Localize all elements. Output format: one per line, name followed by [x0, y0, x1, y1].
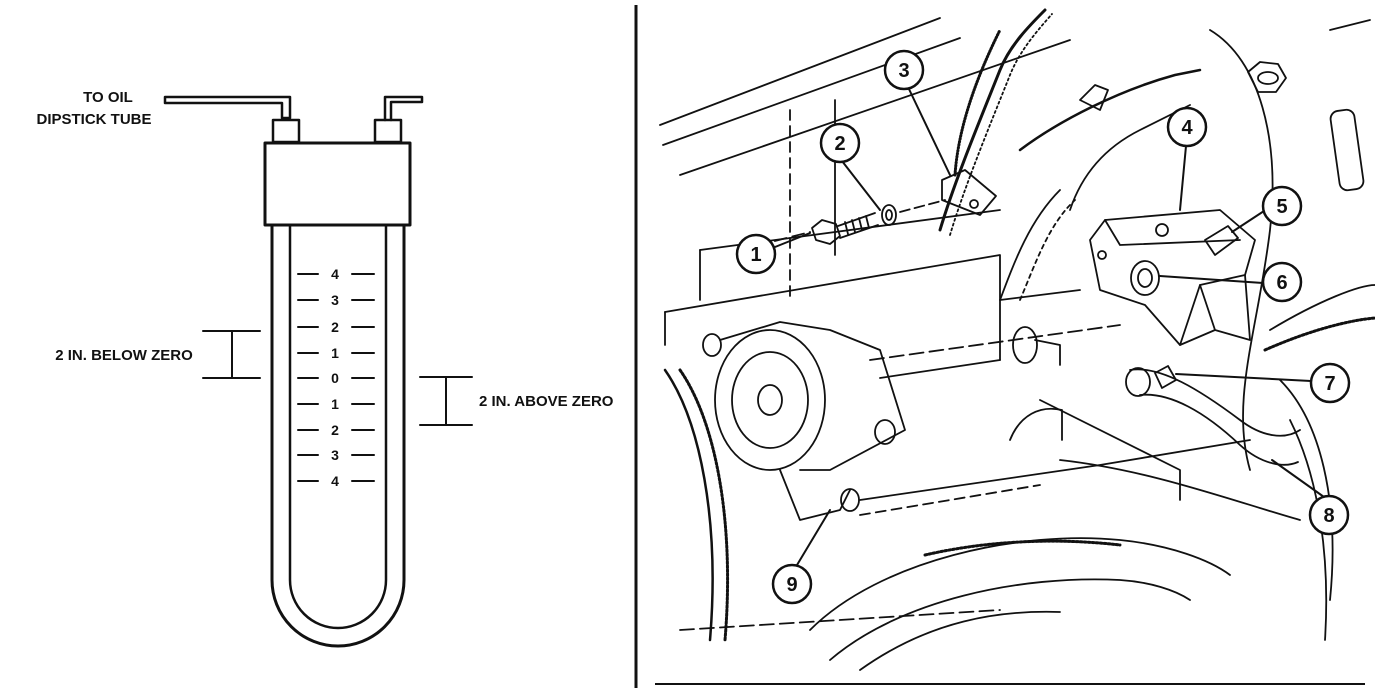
below-zero-bracket	[202, 330, 261, 379]
callout-leaders	[774, 86, 1325, 566]
scale-upper-3: 3	[331, 292, 339, 308]
vent-pipe	[383, 95, 424, 122]
callout-6: 6	[1261, 261, 1303, 303]
svg-text:5: 5	[1276, 196, 1287, 218]
svg-text:1: 1	[750, 244, 761, 266]
u-tube-inner	[288, 223, 388, 630]
svg-text:9: 9	[786, 574, 797, 596]
scale-lower-4: 4	[331, 473, 339, 489]
callout-3: 3	[883, 49, 925, 91]
callout-9: 9	[771, 563, 813, 605]
u-tube-outer	[270, 223, 406, 648]
scale-upper-2: 2	[331, 319, 339, 335]
svg-text:7: 7	[1324, 373, 1335, 395]
manometer-gauge	[163, 95, 424, 648]
svg-text:2: 2	[834, 133, 845, 155]
connector-label-line1: TO OIL	[83, 89, 133, 106]
scale-zero: 0	[331, 370, 339, 386]
assembly-drawing	[659, 8, 1375, 671]
gauge-header-block	[263, 141, 412, 227]
gauge-scale: 4 3 2 1 0 1 2 3 4	[297, 266, 375, 489]
left-fitting	[271, 118, 301, 144]
dipstick-connector-pipe	[163, 95, 292, 120]
scale-upper-4: 4	[331, 266, 339, 282]
above-zero-bracket	[419, 376, 473, 426]
svg-text:8: 8	[1323, 505, 1334, 527]
connector-label-line2: DIPSTICK TUBE	[36, 111, 151, 128]
above-zero-label: 2 IN. ABOVE ZERO	[479, 393, 614, 410]
scale-lower-2: 2	[331, 422, 339, 438]
svg-text:6: 6	[1276, 272, 1287, 294]
callout-7: 7	[1309, 362, 1351, 404]
scale-lower-1: 1	[331, 396, 339, 412]
callouts: 1 2 3 4 5 6 7 8	[735, 49, 1351, 605]
callout-5: 5	[1261, 185, 1303, 227]
svg-text:3: 3	[898, 60, 909, 82]
below-zero-label: 2 IN. BELOW ZERO	[55, 347, 193, 364]
callout-1: 1	[735, 233, 777, 275]
svg-text:4: 4	[1181, 117, 1193, 139]
right-fitting	[373, 118, 403, 144]
callout-4: 4	[1166, 106, 1208, 148]
scale-lower-3: 3	[331, 447, 339, 463]
callout-2: 2	[819, 122, 861, 164]
scale-upper-1: 1	[331, 345, 339, 361]
callout-8: 8	[1308, 494, 1350, 536]
